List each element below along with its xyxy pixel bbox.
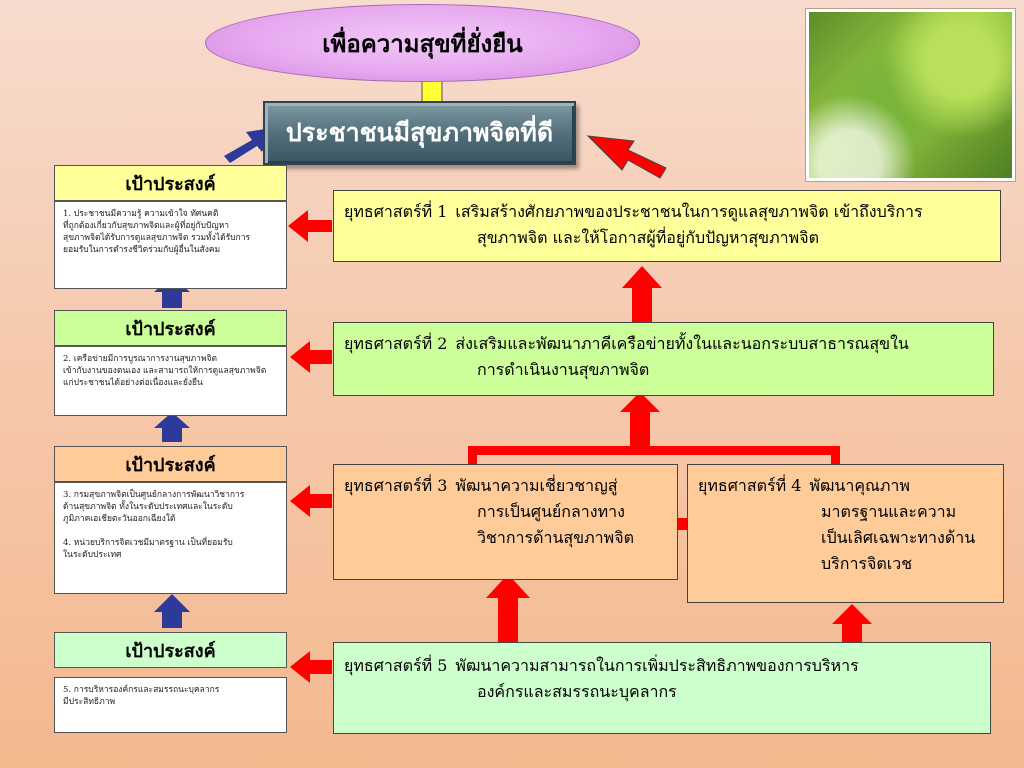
objective-3-line: 4. หน่วยบริการจิตเวชมีมาตรฐาน เป็นที่ยอม… bbox=[63, 538, 233, 548]
objective-3-line bbox=[63, 525, 278, 537]
objective-3-body: 3. กรมสุขภาพจิตเป็นศูนย์กลางการพัฒนาวิชา… bbox=[54, 482, 287, 594]
objective-4-heading: เป้าประสงค์ bbox=[54, 632, 287, 668]
red-left-arrow-2 bbox=[290, 341, 332, 373]
strategy-1-label: ยุทธศาสตร์ที่ 1 bbox=[344, 202, 448, 221]
red-left-arrow-3 bbox=[290, 485, 332, 517]
strategy-1-text: เสริมสร้างศักยภาพของประชาชนในการดูแลสุขภ… bbox=[455, 202, 923, 221]
objective-1-line: สุขภาพจิตได้รับการดูแลสุขภาพจิต รวมทั้งไ… bbox=[63, 233, 251, 243]
red-diagonal-arrow-to-vision bbox=[586, 135, 667, 179]
strategy-4-label: ยุทธศาสตร์ที่ 4 bbox=[698, 476, 802, 495]
objective-4-line: 5. การบริหารองค์กรและสมรรถนะบุคลากร bbox=[63, 685, 220, 695]
strategy-4-box: ยุทธศาสตร์ที่ 4 พัฒนาคุณภาพ มาตรฐานและคว… bbox=[687, 464, 1004, 603]
strategy-2-label: ยุทธศาสตร์ที่ 2 bbox=[344, 334, 448, 353]
objective-2-line: เข้ากับงานของตนเอง และสามารถให้การดูแลสุ… bbox=[63, 366, 267, 376]
objective-2-heading: เป้าประสงค์ bbox=[54, 310, 287, 346]
objective-1-heading-text: เป้าประสงค์ bbox=[125, 173, 216, 195]
blue-up-arrow-3 bbox=[154, 594, 190, 628]
red-up-arrow-to-s2 bbox=[620, 392, 660, 448]
strategy-1-box: ยุทธศาสตร์ที่ 1 เสริมสร้างศักยภาพของประช… bbox=[333, 190, 1001, 262]
strategy-1-text: สุขภาพจิต และให้โอกาสผู้ที่อยู่กับปัญหาส… bbox=[477, 228, 819, 247]
logo-photo bbox=[805, 8, 1016, 182]
red-left-arrow-4 bbox=[290, 651, 332, 683]
objective-2-body: 2. เครือข่ายมีการบูรณาการงานสุขภาพจิต เข… bbox=[54, 346, 287, 416]
objective-1-line: 1. ประชาชนมีความรู้ ความเข้าใจ ทัศนคติ bbox=[63, 209, 219, 219]
objective-3-line: ในระดับประเทศ bbox=[63, 550, 122, 560]
objective-3-heading-text: เป้าประสงค์ bbox=[125, 454, 216, 476]
objective-2-line: แก่ประชาชนได้อย่างต่อเนื่องและยั่งยืน bbox=[63, 378, 203, 388]
strategy-5-text: พัฒนาความสามารถในการเพิ่มประสิทธิภาพของก… bbox=[455, 656, 859, 675]
objective-3-line: ภูมิภาคเอเชียตะวันออกเฉียงใต้ bbox=[63, 514, 176, 524]
vision-text: ประชาชนมีสุขภาพจิตที่ดี bbox=[285, 118, 554, 147]
objective-1-line: ที่ถูกต้องเกี่ยวกับสุขภาพจิตและผู้ที่อยู… bbox=[63, 221, 229, 231]
blue-diagonal-arrow bbox=[224, 128, 272, 163]
strategy-2-text: ส่งเสริมและพัฒนาภาคีเครือข่ายทั้งในและนอ… bbox=[455, 334, 909, 353]
objective-1-heading: เป้าประสงค์ bbox=[54, 165, 287, 201]
vision-box: ประชาชนมีสุขภาพจิตที่ดี bbox=[263, 101, 576, 165]
strategy-5-label: ยุทธศาสตร์ที่ 5 bbox=[344, 656, 448, 675]
objective-4-line: มีประสิทธิภาพ bbox=[63, 697, 116, 707]
objective-3-heading: เป้าประสงค์ bbox=[54, 446, 287, 482]
strategy-2-box: ยุทธศาสตร์ที่ 2 ส่งเสริมและพัฒนาภาคีเครื… bbox=[333, 322, 994, 396]
red-bracket-right bbox=[831, 446, 840, 466]
blue-up-arrow-2 bbox=[154, 412, 190, 442]
strategy-5-box: ยุทธศาสตร์ที่ 5 พัฒนาความสามารถในการเพิ่… bbox=[333, 642, 991, 734]
objective-2-heading-text: เป้าประสงค์ bbox=[125, 318, 216, 340]
strategy-3-box: ยุทธศาสตร์ที่ 3 พัฒนาความเชี่ยวชาญสู่ กา… bbox=[333, 464, 678, 580]
objective-1-line: ยอมรับในการดำรงชีวิตร่วมกับผู้อื่นในสังค… bbox=[63, 245, 221, 255]
red-up-arrow-s2-s1 bbox=[622, 266, 662, 324]
strategy-2-text: การดำเนินงานสุขภาพจิต bbox=[477, 360, 650, 379]
objective-4-heading-text: เป้าประสงค์ bbox=[125, 640, 216, 662]
goal-ellipse: เพื่อความสุขที่ยั่งยืน bbox=[205, 4, 640, 82]
objective-4-body: 5. การบริหารองค์กรและสมรรถนะบุคลากร มีปร… bbox=[54, 677, 287, 733]
red-bracket-left bbox=[468, 446, 477, 466]
strategy-4-text: มาตรฐานและความ bbox=[821, 502, 957, 521]
red-up-arrow-s5-s4 bbox=[832, 604, 872, 642]
strategy-4-text: เป็นเลิศเฉพาะทางด้าน bbox=[821, 528, 976, 547]
objective-1-body: 1. ประชาชนมีความรู้ ความเข้าใจ ทัศนคติ ท… bbox=[54, 201, 287, 289]
strategy-3-text: การเป็นศูนย์กลางทาง bbox=[477, 502, 625, 521]
red-double-arrow bbox=[640, 510, 722, 538]
red-bracket-bar bbox=[468, 446, 840, 455]
goal-text: เพื่อความสุขที่ยั่งยืน bbox=[322, 28, 523, 58]
objective-3-line: ด้านสุขภาพจิต ทั้งในระดับประเทศและในระดั… bbox=[63, 502, 233, 512]
red-left-arrow-1 bbox=[288, 210, 332, 242]
strategy-3-text: วิชาการด้านสุขภาพจิต bbox=[477, 528, 634, 547]
strategy-3-label: ยุทธศาสตร์ที่ 3 bbox=[344, 476, 448, 495]
objective-3-line: 3. กรมสุขภาพจิตเป็นศูนย์กลางการพัฒนาวิชา… bbox=[63, 490, 245, 500]
strategy-3-text: พัฒนาความเชี่ยวชาญสู่ bbox=[455, 476, 618, 495]
red-up-arrow-s5-s3 bbox=[486, 574, 530, 642]
strategy-4-text: พัฒนาคุณภาพ bbox=[809, 476, 910, 495]
strategy-5-text: องค์กรและสมรรถนะบุคลากร bbox=[477, 682, 677, 701]
objective-2-line: 2. เครือข่ายมีการบูรณาการงานสุขภาพจิต bbox=[63, 354, 218, 364]
strategy-4-text: บริการจิตเวช bbox=[821, 554, 913, 573]
